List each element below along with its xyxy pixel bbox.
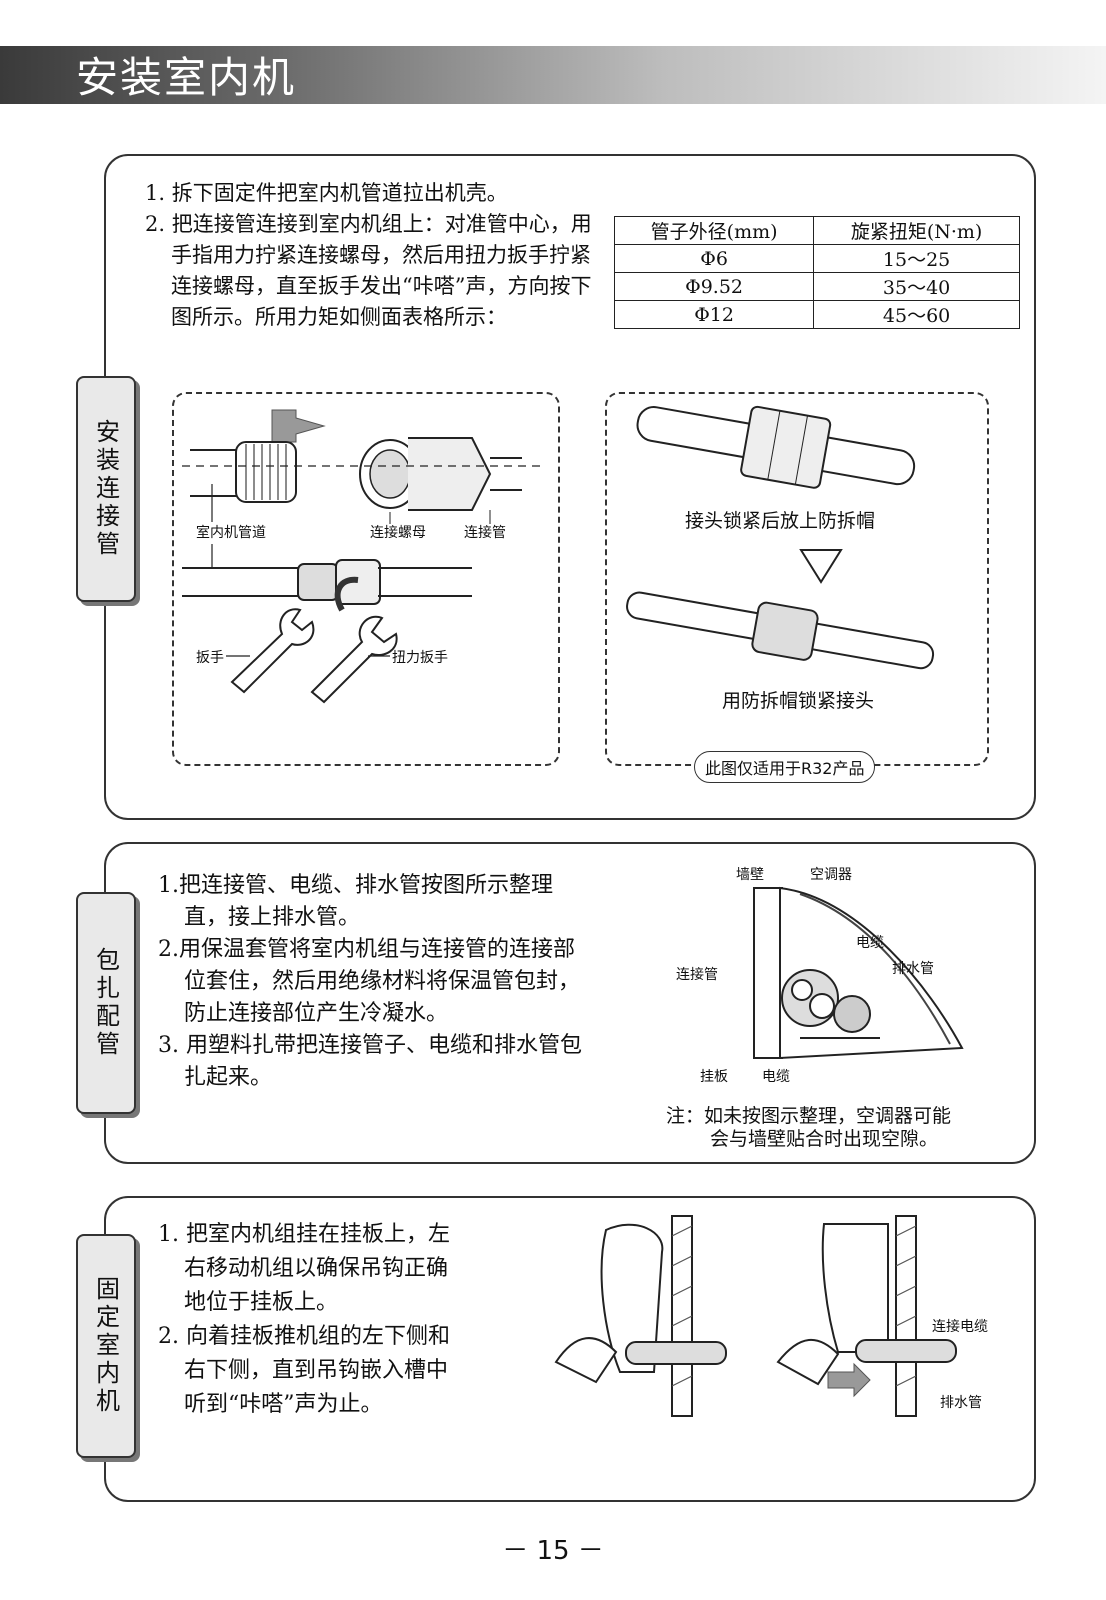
install-steps: 1. 拆下固定件把室内机管道拉出机壳。 2. 把连接管连接到室内机组上：对准管中…: [145, 178, 593, 333]
label-connecting-cable: 连接电缆: [932, 1319, 988, 1335]
table-cell: Φ6: [613, 244, 815, 273]
label-cable-top: 电缆: [856, 935, 884, 951]
caption-cap-bottom: 用防拆帽锁紧接头: [722, 690, 875, 712]
r32-note: 此图仅适用于R32产品: [694, 751, 876, 783]
tab-wrap-pipe: 包扎配管: [76, 892, 136, 1114]
pipe-connection-figure: [182, 409, 542, 704]
header-bar: [0, 46, 1106, 104]
wrap-figure: [753, 886, 964, 1060]
table-row: Φ9.52 35～40: [613, 272, 1020, 301]
page-number: － 15 －: [502, 1536, 604, 1566]
label-cable-bottom: 电缆: [762, 1069, 790, 1085]
label-drain-pipe: 排水管: [940, 1395, 982, 1411]
table-cell: 15～25: [813, 244, 1020, 273]
step-2: 2. 向着挂板推机组的左下侧和右下侧，直到吊钩嵌入槽中听到“咔嗒”声为止。: [158, 1324, 450, 1417]
step-2: 2. 把连接管连接到室内机组上：对准管中心，用手指用力拧紧连接螺母，然后用扭力扳…: [145, 212, 592, 329]
page-title: 安装室内机: [76, 53, 297, 102]
fix-figure: [554, 1215, 957, 1417]
wrap-note-line-1: 注：如未按图示整理，空调器可能: [666, 1105, 952, 1127]
step-1: 1. 把室内机组挂在挂板上，左右移动机组以确保吊钩正确地位于挂板上。: [158, 1222, 450, 1315]
label-nut: 连接螺母: [370, 525, 426, 541]
table-header: 旋紧扭矩(N·m): [813, 216, 1020, 245]
tab-label: 包扎配管: [91, 947, 120, 1059]
label-connecting-pipe: 连接管: [464, 525, 506, 541]
table-row: Φ12 45～60: [613, 300, 1020, 329]
label-torque-wrench: 扭力扳手: [392, 650, 448, 666]
label-connecting-pipe: 连接管: [676, 967, 718, 983]
label-drain-pipe: 排水管: [892, 961, 934, 977]
label-mounting-plate: 挂板: [700, 1069, 728, 1085]
wrap-steps: 1.把连接管、电缆、排水管按图所示整理直，接上排水管。 2.用保温套管将室内机组…: [158, 870, 594, 1094]
table-row: Φ6 15～25: [613, 244, 1020, 273]
label-wrench: 扳手: [196, 650, 224, 666]
table-cell: 35～40: [813, 272, 1020, 301]
label-aircon: 空调器: [810, 867, 852, 883]
table-cell: 45～60: [813, 300, 1020, 329]
table-cell: Φ9.52: [613, 272, 815, 301]
step-3: 3. 用塑料扎带把连接管子、电缆和排水管包扎起来。: [158, 1033, 582, 1090]
tab-label: 安装连接管: [91, 419, 120, 559]
step-1: 1.把连接管、电缆、排水管按图所示整理直，接上排水管。: [158, 873, 553, 930]
table-cell: Φ12: [613, 300, 815, 329]
label-wall: 墙壁: [736, 867, 764, 883]
wrap-note-line-2: 会与墙壁贴合时出现空隙。: [710, 1128, 939, 1150]
tab-install-pipe: 安装连接管: [76, 376, 136, 602]
cap-figure: [626, 405, 935, 670]
caption-cap-top: 接头锁紧后放上防拆帽: [685, 510, 876, 532]
tab-fix-unit: 固定室内机: [76, 1234, 136, 1458]
label-indoor-pipe: 室内机管道: [196, 525, 266, 541]
fix-steps: 1. 把室内机组挂在挂板上，左右移动机组以确保吊钩正确地位于挂板上。 2. 向着…: [158, 1218, 458, 1422]
step-2: 2.用保温套管将室内机组与连接管的连接部位套住，然后用绝缘材料将保温管包封，防止…: [158, 937, 581, 1026]
figure-pipe-connection-frame: [172, 392, 560, 766]
table-header: 管子外径(mm): [613, 216, 815, 245]
tab-label: 固定室内机: [91, 1276, 120, 1416]
torque-table: 管子外径(mm) 旋紧扭矩(N·m) Φ6 15～25 Φ9.52 35～40 …: [613, 216, 1020, 329]
step-1: 1. 拆下固定件把室内机管道拉出机壳。: [145, 181, 508, 205]
